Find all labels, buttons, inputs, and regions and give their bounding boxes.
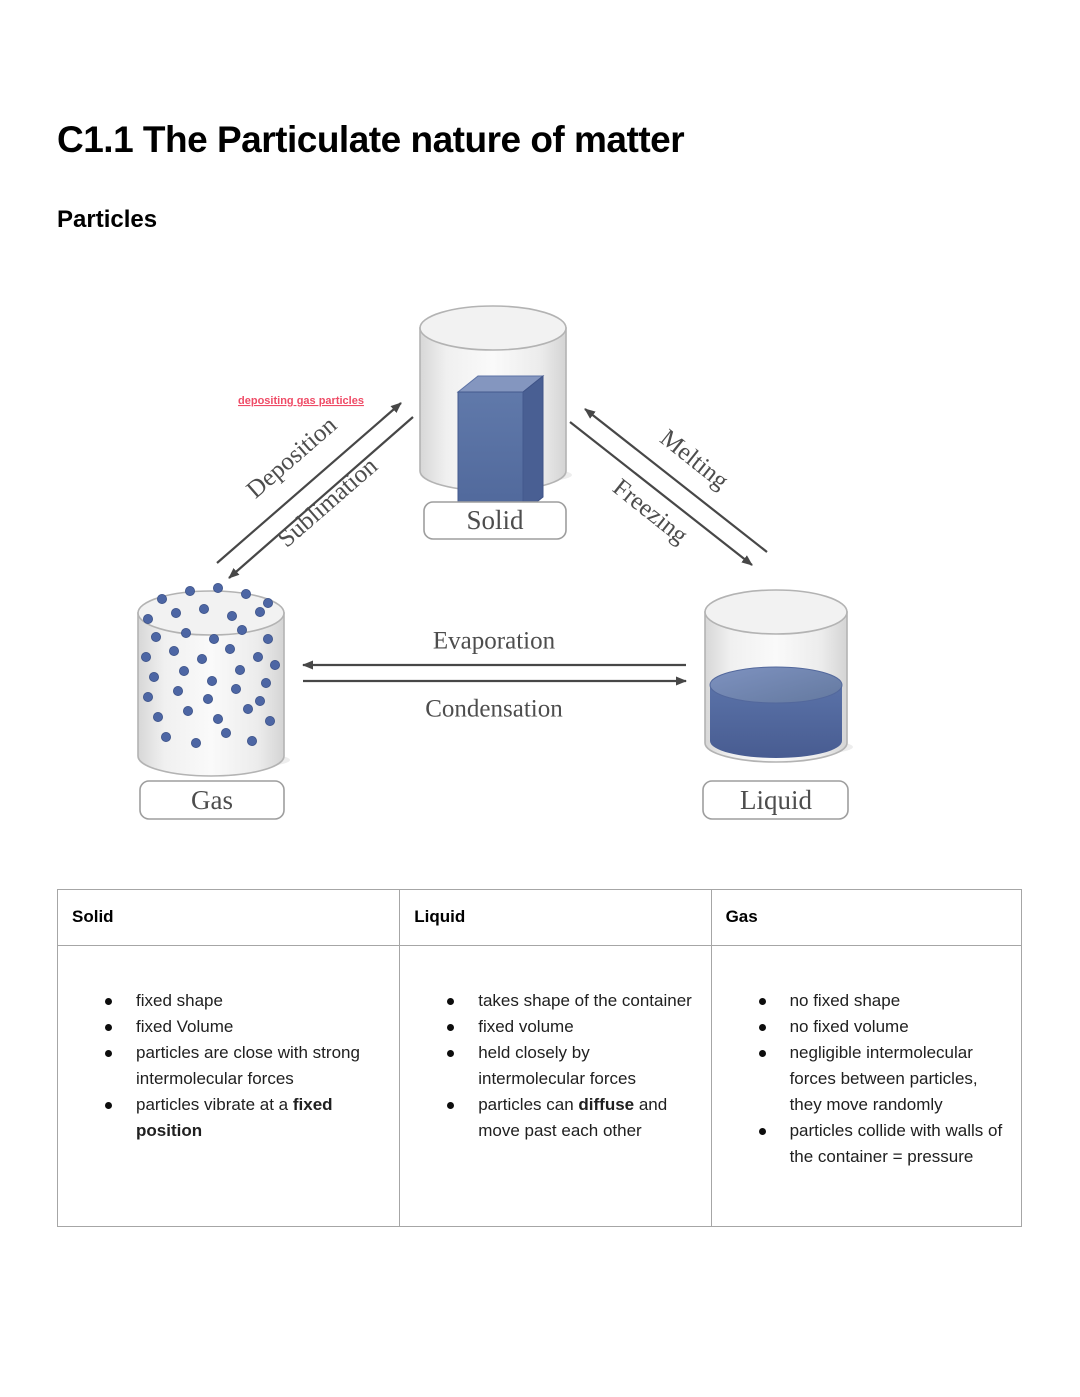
- gas-particle-dot: [209, 633, 220, 644]
- gas-particle-dot: [240, 588, 251, 599]
- gas-particle-dot: [221, 727, 232, 738]
- liquid-label-box: [702, 780, 849, 820]
- gas-particle-dot: [149, 671, 160, 682]
- property-item: fixed Volume: [105, 1014, 389, 1040]
- property-item: fixed shape: [105, 988, 389, 1014]
- solid-container: Solid: [419, 305, 572, 540]
- gas-particle-dot: [254, 606, 265, 617]
- gas-particle-dot: [264, 715, 275, 726]
- gas-particle-dot: [173, 685, 184, 696]
- table-header-row: Solid Liquid Gas: [56, 888, 1023, 946]
- gas-particle-dot: [242, 703, 253, 714]
- gas-particle-dot: [227, 610, 238, 621]
- gas-particle-dot: [262, 633, 273, 644]
- gas-particle-dot: [234, 664, 245, 675]
- gas-particle-dot: [161, 731, 172, 742]
- gas-particle-dot: [246, 735, 257, 746]
- gas-particle-dot: [157, 593, 168, 604]
- states-of-matter-diagram: Deposition Sublimation depositing gas pa…: [100, 291, 980, 843]
- gas-particle-dot: [151, 631, 162, 642]
- gas-particle-dot: [185, 585, 196, 596]
- gas-particle-dot: [171, 607, 182, 618]
- gas-particle-dot: [181, 627, 192, 638]
- page-title: C1.1 The Particulate nature of matter: [57, 119, 685, 160]
- gas-particle-dot: [213, 582, 224, 593]
- gas-particle-dot: [269, 659, 280, 670]
- gas-particle-dot: [179, 665, 190, 676]
- melting-label: Melting: [655, 424, 734, 495]
- property-item: fixed volume: [447, 1014, 700, 1040]
- evaporation-condensation-arrows: Evaporation Condensation: [302, 628, 687, 723]
- table-header-liquid: Liquid: [399, 888, 712, 946]
- gas-particle-dot: [199, 603, 210, 614]
- evaporation-label: Evaporation: [433, 628, 556, 655]
- gas-particle-dot: [203, 693, 214, 704]
- condensation-label: Condensation: [425, 696, 563, 723]
- gas-label: Gas: [191, 785, 233, 815]
- gas-particle-dot: [143, 691, 154, 702]
- depositing-gas-particles-annotation: depositing gas particles: [238, 395, 364, 407]
- property-item: particles vibrate at a fixed position: [105, 1092, 389, 1144]
- melting-freezing-arrows: Melting Freezing: [569, 408, 768, 566]
- gas-particle-dot: [143, 613, 154, 624]
- property-item: held closely by intermolecular forces: [447, 1040, 700, 1092]
- property-item: no fixed volume: [758, 1014, 1011, 1040]
- gas-particle-dot: [260, 677, 271, 688]
- solid-label: Solid: [466, 505, 524, 535]
- gas-particle-dot: [141, 651, 152, 662]
- gas-particle-dot: [153, 711, 164, 722]
- diagram-svg: Deposition Sublimation depositing gas pa…: [137, 305, 853, 820]
- deposition-sublimation-arrows: Deposition Sublimation depositing gas pa…: [216, 395, 414, 579]
- gas-particle-dot: [207, 675, 218, 686]
- gas-particle-dot: [254, 695, 265, 706]
- property-item: negligible intermolecular forces between…: [758, 1040, 1011, 1118]
- table-header-gas: Gas: [710, 888, 1023, 946]
- property-item: particles can diffuse and move past each…: [447, 1092, 700, 1144]
- solid-cube: [456, 374, 545, 515]
- property-item: takes shape of the container: [447, 988, 700, 1014]
- gas-label-box: [139, 780, 285, 820]
- liquid-fill: [709, 666, 843, 758]
- gas-particle-dot: [230, 683, 241, 694]
- gas-particle-dot: [169, 645, 180, 656]
- gas-particle-dot: [262, 597, 273, 608]
- gas-particle-dot: [236, 624, 247, 635]
- property-item: particles are close with strong intermol…: [105, 1040, 389, 1092]
- gas-particle-dot: [225, 643, 236, 654]
- gas-particle-dot: [252, 651, 263, 662]
- section-heading-particles: Particles: [57, 206, 158, 234]
- liquid-container: Liquid: [702, 589, 853, 820]
- gas-particle-dot: [197, 653, 208, 664]
- document-page: C1.1 The Particulate nature of matter Pa…: [56, 119, 1023, 1227]
- gas-particles: [141, 582, 280, 748]
- gas-container: Gas: [137, 582, 290, 820]
- property-item: particles collide with walls of the cont…: [758, 1118, 1011, 1170]
- liquid-label: Liquid: [740, 785, 812, 815]
- gas-particle-dot: [183, 705, 194, 716]
- table-header-solid: Solid: [56, 888, 401, 946]
- solid-label-box: [423, 501, 567, 540]
- gas-particle-dot: [213, 713, 224, 724]
- property-item: no fixed shape: [758, 988, 1011, 1014]
- gas-particle-dot: [191, 737, 202, 748]
